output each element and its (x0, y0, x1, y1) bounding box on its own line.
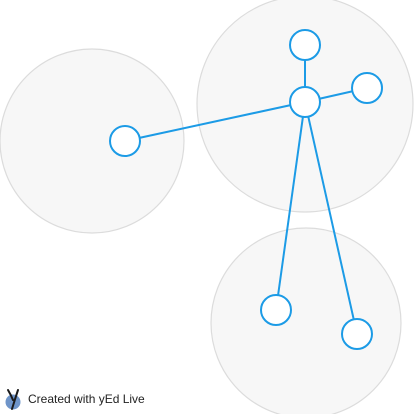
edge-n-hub-to-n-bottom-right[interactable] (304, 101, 358, 335)
node-n-bottom-right[interactable] (341, 318, 373, 350)
edge-n-hub-to-n-bottom-left[interactable] (275, 101, 306, 311)
node-n-hub[interactable] (289, 86, 321, 118)
node-n-left[interactable] (109, 125, 141, 157)
nodes-layer (109, 29, 383, 350)
yed-logo-icon (5, 389, 21, 410)
credit: Created with yEd Live (4, 387, 145, 411)
node-n-top[interactable] (289, 29, 321, 61)
group-bottom-right[interactable] (210, 227, 402, 414)
credit-text: Created with yEd Live (28, 392, 145, 406)
node-n-right[interactable] (351, 72, 383, 104)
edge-n-left-to-n-hub[interactable] (124, 101, 306, 142)
node-n-bottom-left[interactable] (260, 294, 292, 326)
group-left[interactable] (0, 48, 185, 234)
